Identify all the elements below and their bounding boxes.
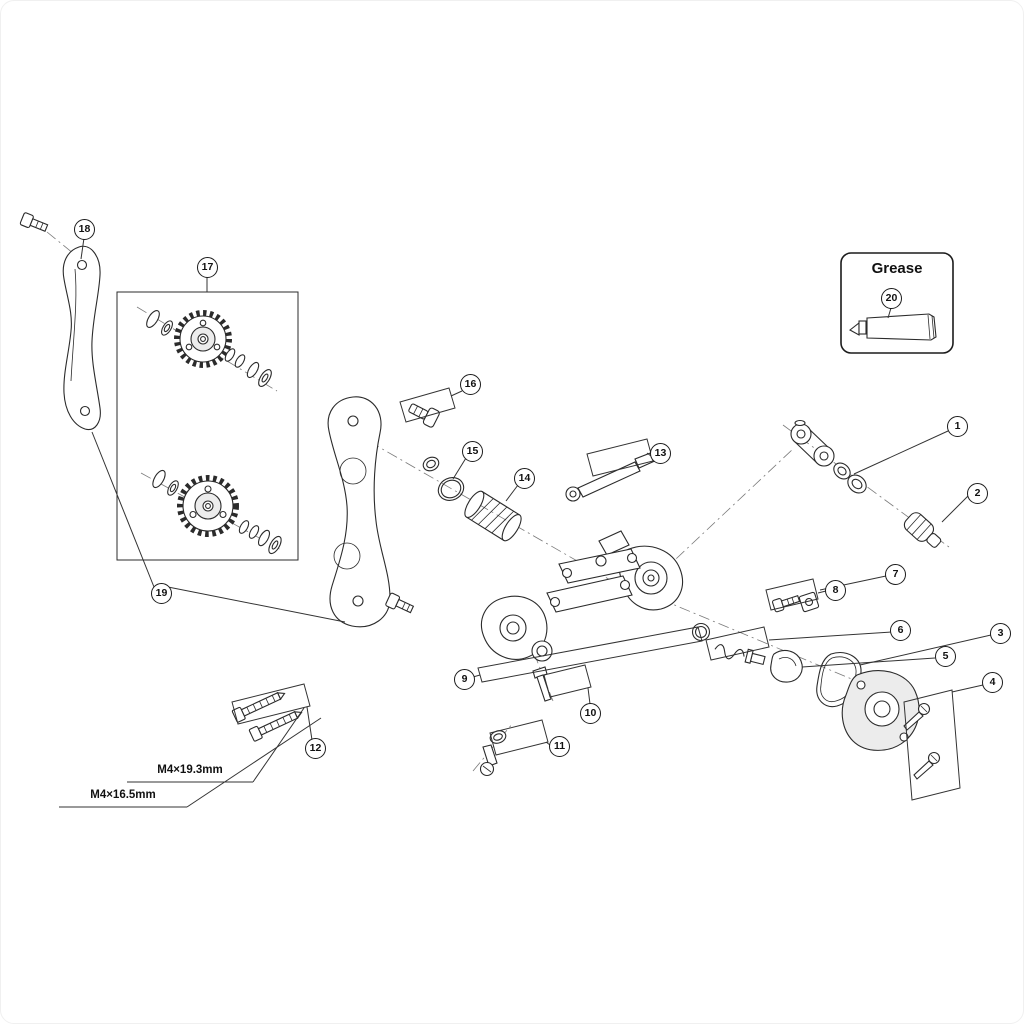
grease-box-title: Grease (871, 260, 923, 277)
cable-plate-7-drawing (798, 591, 820, 613)
cage-bolt-drawing (385, 592, 415, 614)
callout-12: 12 (305, 738, 326, 759)
bolt-11-drawing (479, 730, 507, 777)
barrel-2-drawing (903, 512, 942, 548)
tension-spring-14-drawing (464, 490, 522, 542)
cover-drawing (841, 670, 920, 751)
pin-10-drawing (532, 666, 552, 702)
screws-4-drawing (903, 702, 941, 780)
dimension-lines (59, 707, 322, 808)
pulley-bottom-drawing (177, 475, 239, 537)
callout-20: 20 (881, 288, 902, 309)
callout-3: 3 (990, 623, 1011, 644)
callout-8: 8 (825, 580, 846, 601)
inner-plate-drawing (327, 396, 391, 628)
callout-9: 9 (454, 669, 475, 690)
callout-15: 15 (462, 441, 483, 462)
spring-6-drawing (714, 644, 766, 666)
cable-guide-5-drawing (770, 649, 803, 683)
grease-tube-icon (849, 313, 937, 341)
callout-7: 7 (885, 564, 906, 585)
bracket-link-1-drawing (790, 419, 867, 494)
pulley-top-drawing (174, 310, 232, 368)
callout-13: 13 (650, 443, 671, 464)
plate-bolt-16-drawing (408, 403, 440, 428)
screws-12-drawing (231, 692, 303, 742)
mounting-bolt-18-drawing (19, 212, 49, 232)
cable-bolt-8-drawing (771, 594, 801, 613)
callout-14: 14 (514, 468, 535, 489)
pulley-bottom-bushing (238, 520, 282, 555)
derailleur-body-drawing (480, 530, 684, 662)
callout-17: 17 (197, 257, 218, 278)
callout-6: 6 (890, 620, 911, 641)
callout-5: 5 (935, 646, 956, 667)
callout-4: 4 (982, 672, 1003, 693)
callout-1: 1 (947, 416, 968, 437)
outer-plate-drawing (62, 245, 101, 431)
dimension-label-m4x16: M4×16.5mm (90, 789, 156, 801)
callout-brackets (231, 387, 961, 801)
washers-15-drawing (422, 456, 465, 501)
pulley-box-17-drawing (116, 291, 299, 561)
callout-11: 11 (549, 736, 570, 757)
callout-10: 10 (580, 703, 601, 724)
callout-19: 19 (151, 583, 172, 604)
callout-2: 2 (967, 483, 988, 504)
pulley-top-bushing (224, 348, 272, 387)
dimension-label-m4x19: M4×19.3mm (157, 764, 223, 776)
tool-13-drawing (565, 451, 658, 502)
callout-18: 18 (74, 219, 95, 240)
callout-16: 16 (460, 374, 481, 395)
